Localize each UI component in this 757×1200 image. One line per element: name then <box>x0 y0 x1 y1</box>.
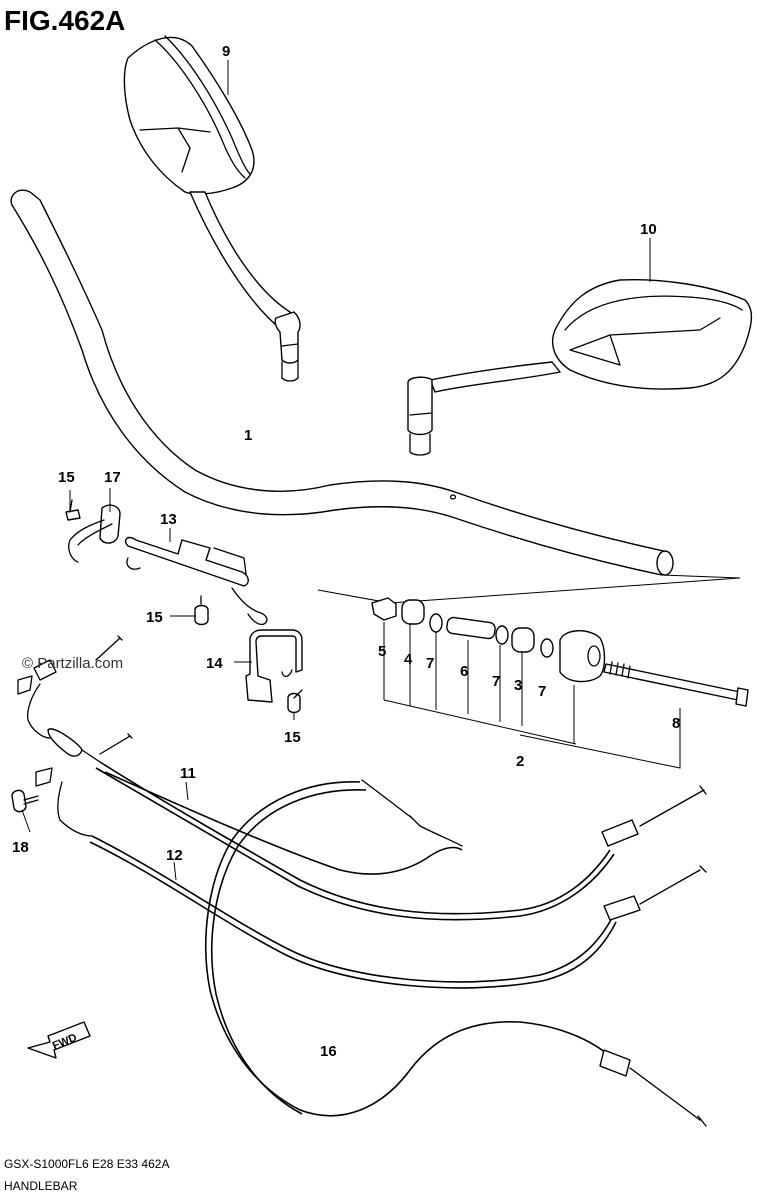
part-7-washer-a <box>429 613 443 633</box>
label-part-4: 4 <box>404 651 413 668</box>
watermark: © Partzilla.com <box>22 655 123 672</box>
bar-end-assembly[interactable] <box>317 574 749 769</box>
section-name: HANDLEBAR <box>4 1179 78 1193</box>
label-part-7-b: 7 <box>492 673 500 690</box>
handlebar[interactable] <box>10 189 674 576</box>
label-part-15-top: 15 <box>58 469 75 486</box>
label-part-8: 8 <box>672 715 680 732</box>
label-part-15-mid: 15 <box>146 609 163 626</box>
label-part-5: 5 <box>378 643 386 660</box>
label-part-11: 11 <box>180 765 196 782</box>
part-2-bar-end <box>559 630 606 683</box>
guide-14[interactable] <box>245 629 303 703</box>
label-part-17: 17 <box>104 469 121 486</box>
screw-15-lower[interactable] <box>287 689 303 714</box>
bracket-17[interactable] <box>65 499 121 563</box>
part-5-nut <box>371 597 397 621</box>
label-part-9: 9 <box>222 43 230 60</box>
part-4-weight <box>401 599 425 625</box>
label-part-10: 10 <box>640 221 657 238</box>
label-part-13: 13 <box>160 511 177 528</box>
bracket-13[interactable] <box>124 536 268 626</box>
label-part-7-a: 7 <box>426 655 434 672</box>
screw-15-center[interactable] <box>194 595 209 626</box>
figure-title: FIG.462A <box>4 5 125 36</box>
label-part-12: 12 <box>166 847 183 864</box>
mirror-right[interactable] <box>407 278 753 456</box>
label-part-18: 18 <box>12 839 29 856</box>
part-8-bolt <box>603 663 741 701</box>
label-part-6: 6 <box>460 663 468 680</box>
throttle-cables[interactable] <box>17 635 707 1127</box>
part-7-washer-b <box>495 625 509 645</box>
label-part-15-low: 15 <box>284 729 301 746</box>
part-7-washer-c <box>540 638 554 658</box>
label-part-16: 16 <box>320 1043 337 1060</box>
mirror-left[interactable] <box>123 35 301 382</box>
label-part-2: 2 <box>516 753 524 770</box>
label-part-14: 14 <box>206 655 223 672</box>
part-6-rod <box>446 616 496 640</box>
label-part-3: 3 <box>514 677 522 694</box>
model-code: GSX-S1000FL6 E28 E33 462A <box>4 1157 169 1171</box>
screw-18[interactable] <box>11 789 39 813</box>
fwd-arrow: FWD <box>27 1021 91 1059</box>
label-part-1: 1 <box>244 427 252 444</box>
part-3-weight <box>511 627 535 653</box>
label-part-7-c: 7 <box>538 683 546 700</box>
